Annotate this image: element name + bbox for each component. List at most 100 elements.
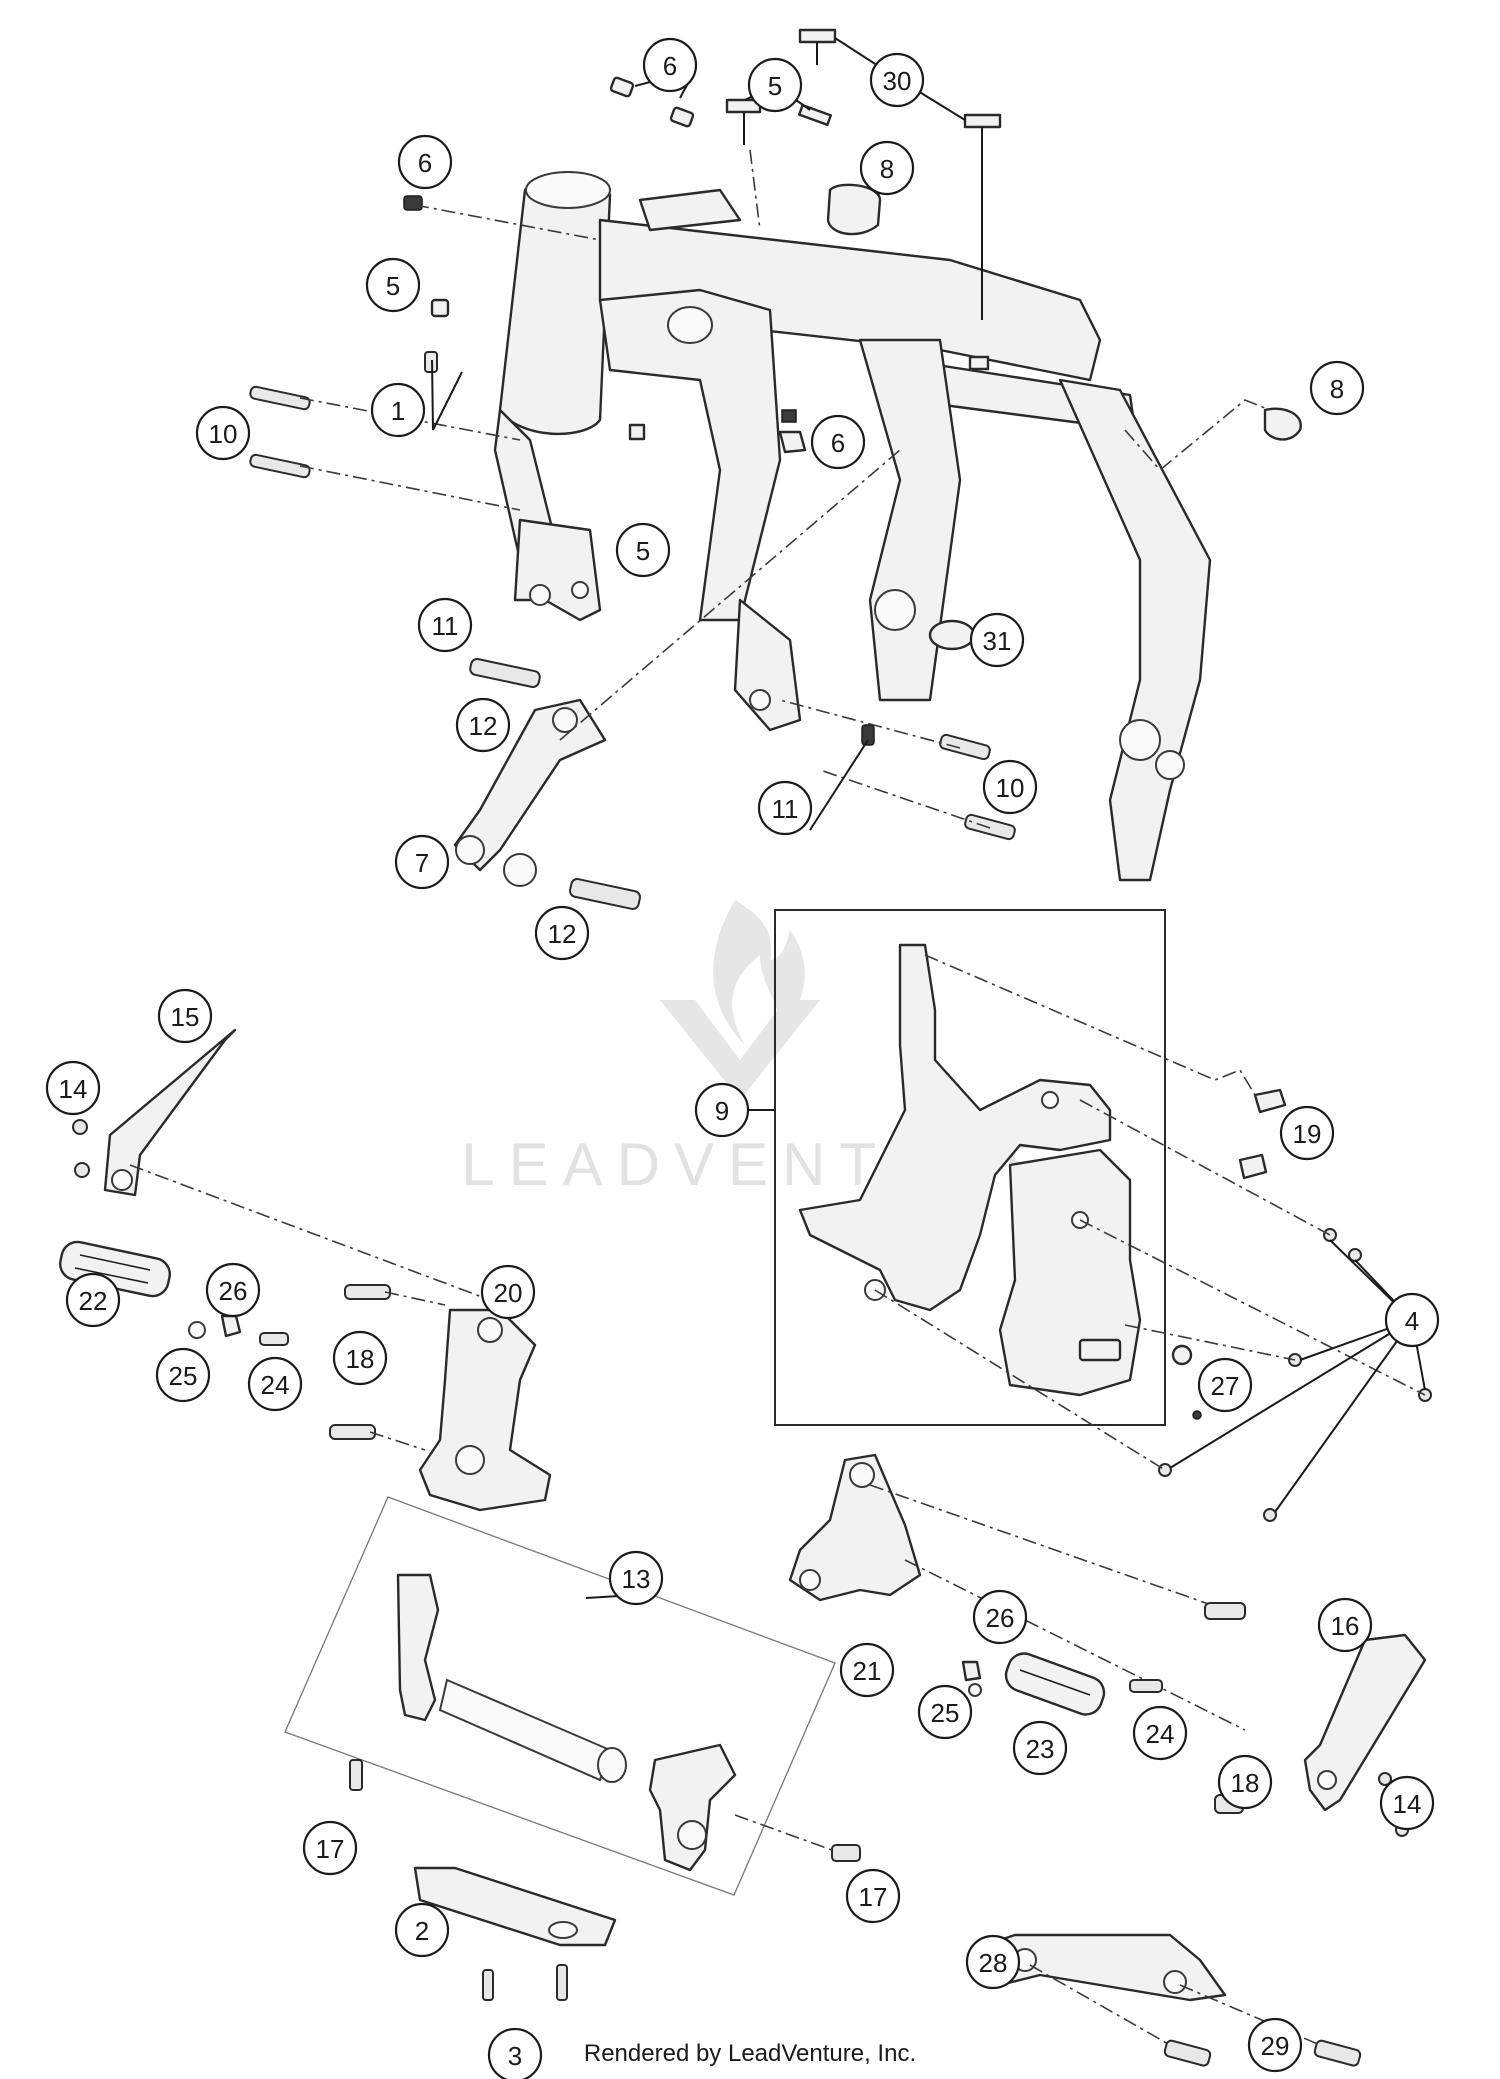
callout-number: 5 [768, 71, 782, 101]
frame-bolts [249, 351, 1016, 910]
callout-number: 25 [169, 1361, 198, 1391]
callout-number: 17 [316, 1834, 345, 1864]
assembly-line-21b [904, 1559, 1246, 1731]
callout-circle [969, 612, 1025, 668]
kit-box-9 [774, 909, 1166, 1426]
callout-number: 10 [996, 773, 1025, 803]
assembly-line-21 [869, 1484, 1241, 1616]
top-fasteners [403, 28, 1302, 651]
rear-bracket-part-13 [349, 1573, 861, 1872]
callout-15: 15 [157, 988, 213, 1044]
callout-13: 13 [608, 1550, 664, 1606]
callout-number: 14 [1393, 1789, 1422, 1819]
callout-circle [417, 597, 473, 653]
assembly-line-15 [129, 1164, 491, 1301]
callout-circle [247, 1356, 303, 1412]
callout-circle [972, 1589, 1028, 1645]
callout-circle [480, 1264, 536, 1320]
callout-number: 26 [219, 1276, 248, 1306]
callout-circle [397, 134, 453, 190]
callout-number: 27 [1211, 1371, 1240, 1401]
callout-23: 23 [1012, 1720, 1068, 1776]
callout-number: 20 [494, 1278, 523, 1308]
callout-circle [1384, 1292, 1440, 1348]
callout-5: 5 [365, 257, 421, 313]
callout-20: 20 [480, 1264, 536, 1320]
callout-number: 22 [79, 1286, 108, 1316]
callout-17: 17 [302, 1820, 358, 1876]
callout-circle [608, 1550, 664, 1606]
callout-number: 11 [772, 794, 799, 824]
main-frame [493, 171, 1212, 882]
callout-number: 26 [986, 1603, 1015, 1633]
callout-number: 17 [859, 1882, 888, 1912]
callout-2: 2 [394, 1902, 450, 1958]
callout-18: 18 [332, 1330, 388, 1386]
callout-26: 26 [205, 1262, 261, 1318]
callout-16: 16 [1317, 1597, 1373, 1653]
callout-number: 6 [418, 148, 432, 178]
callout-circle [205, 1262, 261, 1318]
callout-10: 10 [195, 405, 251, 461]
callout-circle [487, 2027, 543, 2079]
callout-number: 5 [386, 271, 400, 301]
callout-number: 6 [663, 51, 677, 81]
callout-21: 21 [839, 1642, 895, 1698]
callout-circle [45, 1060, 101, 1116]
callout-number: 25 [931, 1698, 960, 1728]
callout-number: 6 [831, 428, 845, 458]
callout-circle [615, 522, 671, 578]
callout-circle [642, 37, 698, 93]
callout-25: 25 [155, 1347, 211, 1403]
callout-17: 17 [845, 1868, 901, 1924]
callout-5: 5 [747, 57, 803, 113]
callout-number: 31 [983, 626, 1012, 656]
callout-number: 12 [548, 919, 577, 949]
callout-31: 31 [969, 612, 1025, 668]
callout-number: 3 [508, 2041, 522, 2071]
callout-circle [1217, 1754, 1273, 1810]
callout-number: 14 [59, 1074, 88, 1104]
callout-circle [859, 140, 915, 196]
assembly-lines-box9 [874, 954, 1426, 1471]
callout-10: 10 [982, 759, 1038, 815]
callout-circle [1247, 2017, 1303, 2073]
callout-circle [845, 1868, 901, 1924]
callout-25: 25 [917, 1684, 973, 1740]
callout-8: 8 [1309, 360, 1365, 416]
callout-12: 12 [534, 905, 590, 961]
callout-circle [747, 57, 803, 113]
callout-number: 28 [979, 1948, 1008, 1978]
callout-number: 15 [171, 1002, 200, 1032]
callout-11: 11 [417, 597, 473, 653]
callout-5: 5 [615, 522, 671, 578]
callout-18: 18 [1217, 1754, 1273, 1810]
callout-number: 11 [432, 611, 459, 641]
callout-circle [917, 1684, 973, 1740]
box9-fasteners [1158, 1088, 1432, 1522]
kit-box-13 [284, 1496, 836, 1896]
callout-circle [455, 697, 511, 753]
assembly-line-13 [734, 1814, 833, 1851]
callout-circle [965, 1934, 1021, 1990]
skid-plate-part-2 [413, 1866, 617, 2001]
callout-28: 28 [965, 1934, 1021, 1990]
callout-number: 29 [1261, 2031, 1290, 2061]
callout-circle [365, 257, 421, 313]
callout-number: 21 [853, 1656, 882, 1686]
callout-circle [982, 759, 1038, 815]
callout-22: 22 [65, 1272, 121, 1328]
footer-credit: Rendered by LeadVenture, Inc. [583, 2040, 917, 2067]
callout-circle [1197, 1357, 1253, 1413]
callout-circle [394, 1902, 450, 1958]
callout-number: 23 [1026, 1734, 1055, 1764]
callout-number: 24 [261, 1370, 290, 1400]
callout-circle [839, 1642, 895, 1698]
frame-protector-part-9 [798, 943, 1142, 1397]
callout-circle [65, 1272, 121, 1328]
callout-circle [394, 834, 450, 890]
callout-6: 6 [397, 134, 453, 190]
callout-4: 4 [1384, 1292, 1440, 1348]
callout-circle [1279, 1105, 1335, 1161]
callout-number: 9 [715, 1096, 729, 1126]
